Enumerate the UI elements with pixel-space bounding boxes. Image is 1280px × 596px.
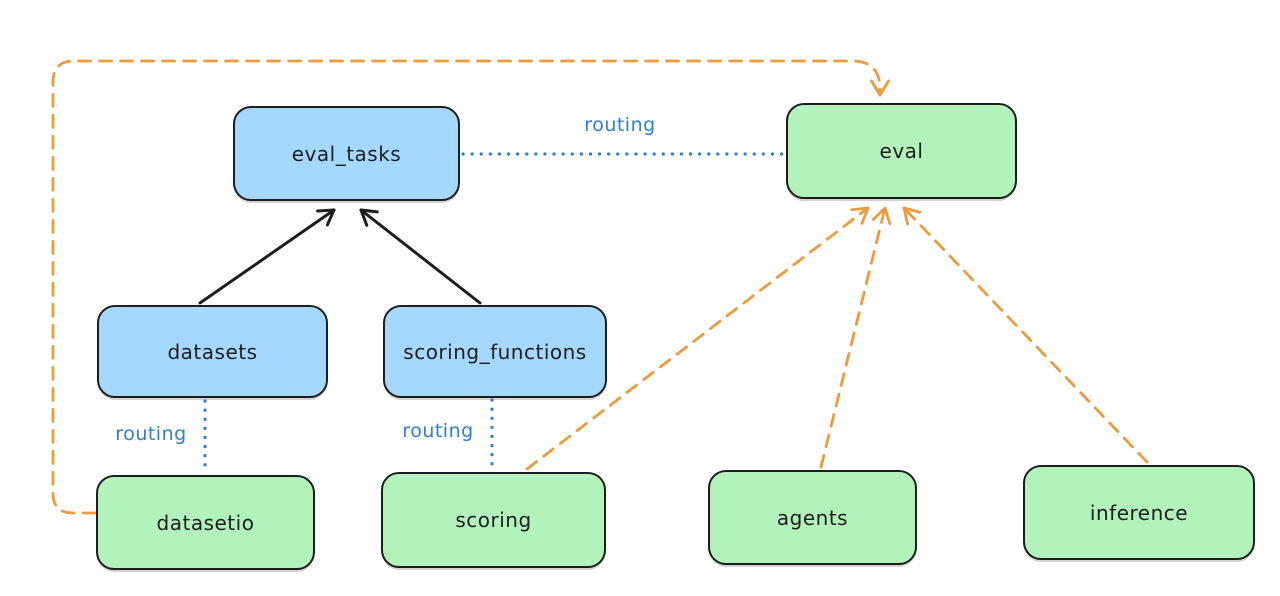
node-eval-tasks: eval_tasks <box>233 106 460 201</box>
routing-label-scoring-functions-scoring: routing <box>402 420 474 442</box>
node-agents-label: agents <box>776 505 849 530</box>
node-datasetio: datasetio <box>96 475 315 570</box>
node-eval-tasks-label: eval_tasks <box>291 141 402 166</box>
node-scoring: scoring <box>381 472 606 568</box>
node-inference-label: inference <box>1089 500 1189 525</box>
routing-label-datasets-datasetio: routing <box>115 423 187 445</box>
node-scoring-functions: scoring_functions <box>383 305 607 398</box>
edge-datasets-to-eval-tasks <box>198 208 336 305</box>
node-inference: inference <box>1023 465 1255 560</box>
node-datasets: datasets <box>97 305 328 398</box>
edge-agents-to-eval <box>819 206 892 469</box>
routing-label-eval-tasks-eval: routing <box>584 114 656 136</box>
node-scoring-functions-label: scoring_functions <box>403 339 587 364</box>
node-datasets-label: datasets <box>167 339 258 364</box>
edge-datasetio-to-eval <box>51 59 890 515</box>
edge-inference-to-eval <box>902 206 1149 464</box>
node-eval: eval <box>786 103 1017 199</box>
node-eval-label: eval <box>879 139 924 163</box>
node-datasetio-label: datasetio <box>156 510 255 535</box>
edge-scoring-functions-to-eval-tasks <box>359 208 482 305</box>
node-agents: agents <box>708 470 917 565</box>
node-scoring-label: scoring <box>455 508 532 532</box>
